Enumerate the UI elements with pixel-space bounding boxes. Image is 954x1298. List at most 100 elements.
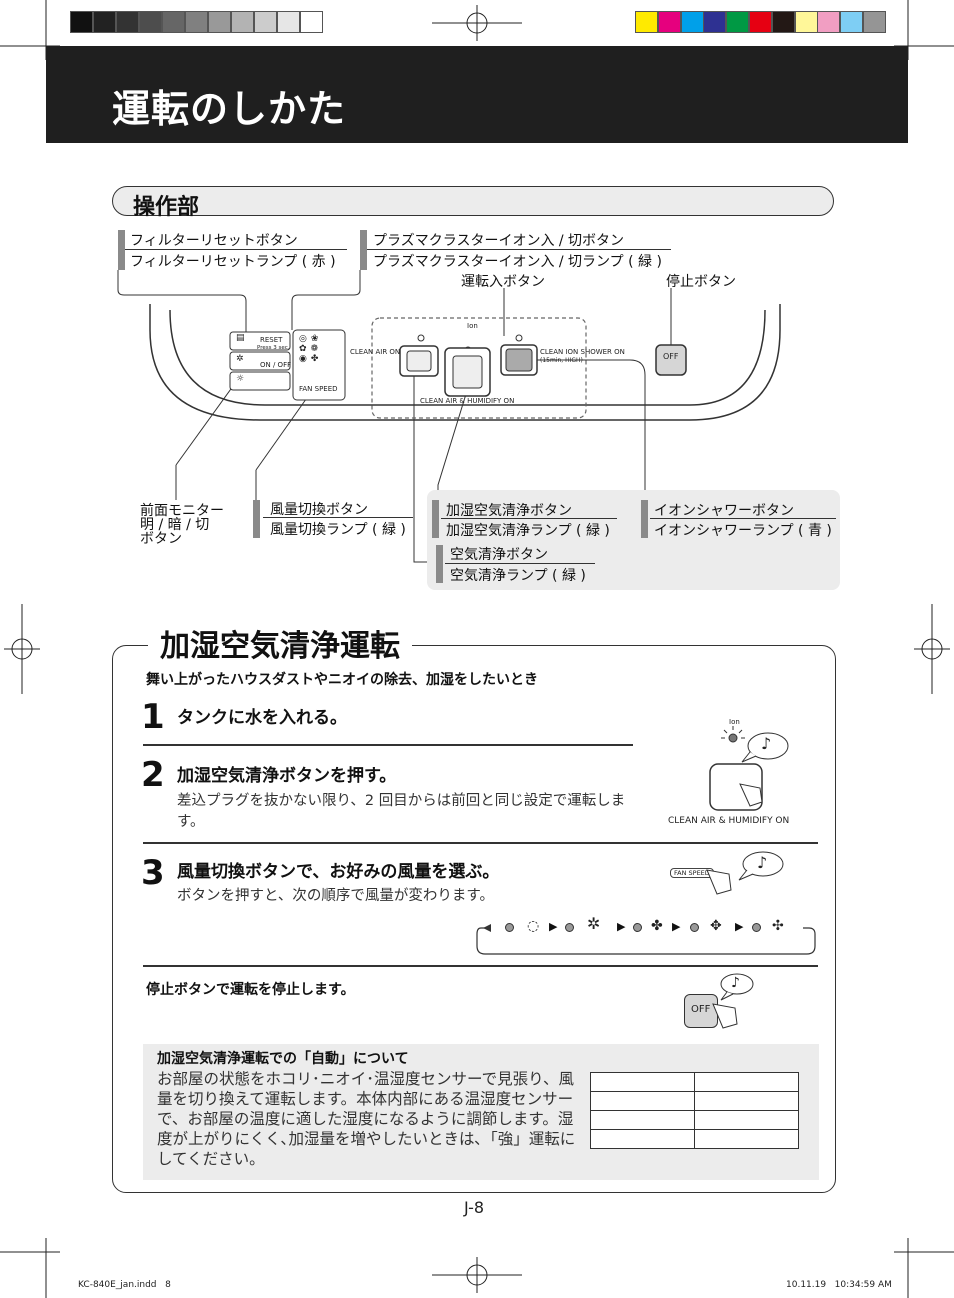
panel-fanspeed-caption: FAN SPEED xyxy=(299,385,338,393)
monitor-label-2: 明 / 暗 / 切 xyxy=(140,517,210,533)
ion-button-label: イオンシャワーボタン xyxy=(654,503,794,519)
auto-note-title: 加湿空気清浄運転での「自動」について xyxy=(157,1051,409,1067)
label-bar xyxy=(118,230,125,270)
buttons-gray-panel xyxy=(427,490,840,590)
filter-reset-lamp-label: フィルターリセットランプ ( 赤 ) xyxy=(130,254,336,270)
label-underline xyxy=(441,518,617,519)
gray-swatch xyxy=(254,11,277,33)
fan-button-label: 風量切換ボタン xyxy=(270,502,368,518)
music-note-icon: ♪ xyxy=(761,734,772,753)
fan-lamp-label: 風量切換ランプ ( 緑 ) xyxy=(270,522,406,538)
step-3-number: 3 xyxy=(141,853,165,893)
operation-intro: 舞い上がったハウスダストやニオイの除去、加湿をしたいとき xyxy=(146,672,538,688)
step-3-text: 風量切換ボタンで、お好みの風量を選ぶ。 xyxy=(177,862,500,882)
label-underline xyxy=(445,563,595,564)
ion-icon: ✲ xyxy=(236,354,244,364)
run-button-label: 運転入ボタン xyxy=(461,274,545,290)
fan-mid-icon: ✥ xyxy=(710,918,722,934)
stop-instruction: 停止ボタンで運転を停止します。 xyxy=(146,982,355,998)
table-cell xyxy=(694,1091,799,1111)
sequence-arrow: ▶ xyxy=(735,920,744,933)
step-2-sub: 差込プラグを抜かない限り、2 回目からは前回と同じ設定で運転します。 xyxy=(177,793,626,830)
label-underline xyxy=(367,249,671,250)
color-swatch xyxy=(863,11,886,33)
monitor-label-3: ボタン xyxy=(140,531,182,547)
color-swatch xyxy=(703,11,727,33)
sequence-arrow: ▶ xyxy=(617,920,626,933)
fan-sequence-bracket xyxy=(476,924,816,955)
auto-table xyxy=(590,1072,799,1149)
off-button-illustration xyxy=(684,994,718,1028)
music-note-icon: ♪ xyxy=(731,975,740,991)
color-swatch xyxy=(771,11,795,33)
gray-swatch xyxy=(116,11,139,33)
pressing-hand-illustration xyxy=(706,851,784,895)
filter-icon: ▤ xyxy=(236,333,245,343)
color-swatch xyxy=(635,11,658,33)
humidify-button-illustration xyxy=(709,726,789,811)
color-swatch xyxy=(680,11,704,33)
page-title: 運転のしかた xyxy=(112,87,347,131)
pollen-icon: ✲ xyxy=(587,914,601,933)
off-hand-bubble xyxy=(712,973,754,1029)
color-swatch xyxy=(657,11,681,33)
filter-reset-button-label: フィルターリセットボタン xyxy=(130,233,298,249)
stop-button-label: 停止ボタン xyxy=(666,274,736,290)
clean-lamp-label: 空気清浄ランプ ( 緑 ) xyxy=(450,568,586,584)
lamp-circle xyxy=(565,923,574,932)
ion-lamp-label: イオンシャワーランプ ( 青 ) xyxy=(654,523,832,539)
fan-high-icon: ✤ xyxy=(651,918,663,934)
step-divider xyxy=(143,965,818,967)
humid-button-label: 加湿空気清浄ボタン xyxy=(446,503,572,519)
label-bar xyxy=(253,500,260,538)
sun-icon: ☼ xyxy=(236,374,245,384)
label-bar xyxy=(432,500,439,538)
sequence-arrow: ▶ xyxy=(549,920,558,933)
file-name: KC-840E_jan.indd 8 xyxy=(78,1280,171,1290)
table-cell xyxy=(590,1072,695,1092)
lamp-circle xyxy=(505,923,514,932)
table-cell xyxy=(694,1129,799,1149)
step-3-sub: ボタンを押すと、次の順序で風量が変わります。 xyxy=(177,888,494,904)
pci-lamp-label: プラズマクラスターイオン入 / 切ランプ ( 緑 ) xyxy=(373,254,662,270)
lamp-circle xyxy=(690,923,699,932)
fan-mode-icons: ◎❀✿❁◉✤ xyxy=(299,334,323,364)
panel-clean-ion-shower-on: CLEAN ION SHOWER ON xyxy=(540,348,625,356)
label-bar xyxy=(436,545,443,583)
clean-button-label: 空気清浄ボタン xyxy=(450,547,548,563)
label-underline xyxy=(263,517,413,518)
panel-clean-air-humidify-on: CLEAN AIR & HUMIDIFY ON xyxy=(420,397,515,405)
step-1-number: 1 xyxy=(141,697,165,737)
monitor-label-1: 前面モニター xyxy=(140,503,224,519)
panel-onoff-caption: ON / OFF xyxy=(260,361,292,369)
gray-swatch xyxy=(231,11,254,33)
gray-swatch xyxy=(208,11,231,33)
panel-reset-caption: RESET xyxy=(260,336,283,344)
page-number: J-8 xyxy=(464,1198,485,1217)
label-underline xyxy=(125,249,347,250)
gray-swatch xyxy=(277,11,300,33)
table-cell xyxy=(590,1129,695,1149)
table-cell xyxy=(590,1110,695,1130)
illus-clean-air-humidify-on: CLEAN AIR & HUMIDIFY ON xyxy=(668,816,790,826)
humid-lamp-label: 加湿空気清浄ランプ ( 緑 ) xyxy=(446,523,610,539)
gray-swatch xyxy=(93,11,116,33)
section-title: 操作部 xyxy=(133,195,200,220)
label-bar xyxy=(641,500,648,538)
panel-off-caption: OFF xyxy=(663,352,679,361)
color-swatch xyxy=(817,11,841,33)
illus-off-caption: OFF xyxy=(691,1004,711,1015)
step-2-text: 加湿空気清浄ボタンを押す。 xyxy=(177,766,397,786)
section-pill xyxy=(112,186,834,216)
illus-ion-caption: Ion xyxy=(729,718,740,726)
auto-icon: ◌ xyxy=(527,918,540,934)
music-note-icon: ♪ xyxy=(757,853,768,872)
header-banner xyxy=(46,46,908,143)
step-divider xyxy=(143,842,818,844)
gray-swatch xyxy=(70,11,93,33)
gray-swatch xyxy=(162,11,185,33)
color-swatch xyxy=(794,11,818,33)
auto-note-body: お部屋の状態をホコリ･ニオイ･温湿度センサーで見張り、風量を切り換えて運転します… xyxy=(157,1070,576,1168)
gray-swatch xyxy=(300,11,323,33)
panel-clean-air-on: CLEAN AIR ON xyxy=(350,348,401,356)
